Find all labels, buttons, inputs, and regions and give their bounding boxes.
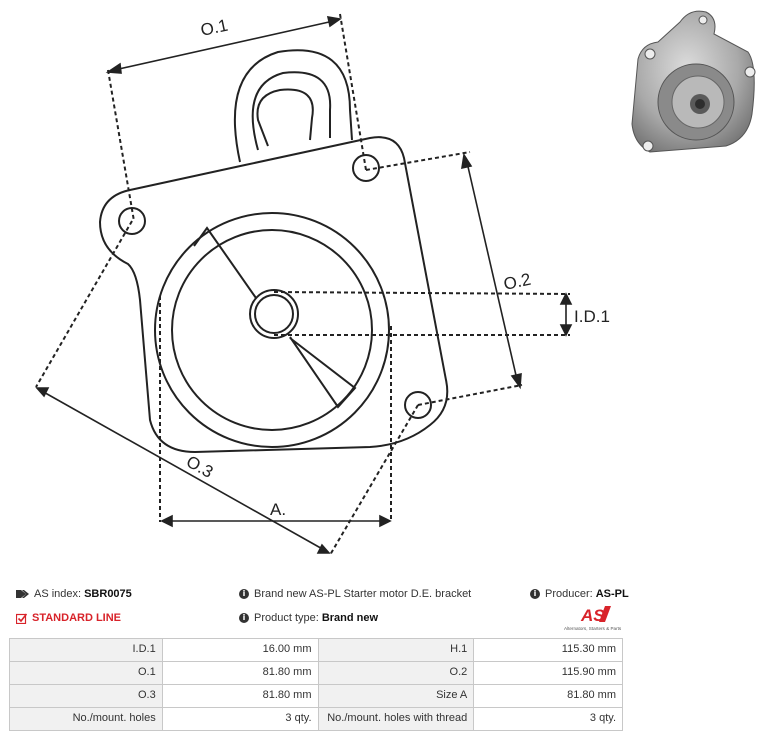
spec-label: O.3: [9, 684, 163, 708]
producer-label: Producer:: [545, 588, 593, 600]
standard-line-text: STANDARD LINE: [32, 612, 122, 624]
spec-label: No./mount. holes: [9, 707, 163, 731]
spec-value: 3 qty.: [473, 707, 623, 731]
mount-hole-bottom: [404, 391, 432, 419]
table-row: I.D.1 16.00 mm H.1 115.30 mm: [9, 638, 623, 662]
spec-label: H.1: [317, 638, 475, 662]
outer-bore: [154, 212, 390, 448]
inner-bore: [171, 229, 373, 431]
label-o1: O.1: [199, 16, 230, 40]
description-text: Brand new AS-PL Starter motor D.E. brack…: [254, 588, 472, 600]
as-index-label: AS index:: [34, 588, 82, 600]
spec-value: 3 qty.: [161, 707, 319, 731]
spec-table: I.D.1 16.00 mm H.1 115.30 mm O.1 81.80 m…: [9, 638, 623, 731]
bracket-ear-inner: [251, 71, 332, 151]
producer: i Producer: AS-PL: [530, 588, 629, 600]
spec-label: O.2: [317, 661, 475, 685]
product-type-label: Product type:: [254, 612, 319, 624]
spec-value: 81.80 mm: [161, 661, 319, 685]
spec-label: Size A: [317, 684, 475, 708]
as-index: AS index: SBR0075: [16, 588, 132, 600]
table-row: No./mount. holes 3 qty. No./mount. holes…: [9, 707, 623, 731]
center-hole: [254, 294, 294, 334]
product-type-value: Brand new: [321, 612, 379, 624]
info-icon: i: [239, 613, 249, 623]
label-o2: O.2: [502, 270, 533, 294]
label-o3: O.3: [183, 452, 216, 482]
check-icon: [16, 613, 27, 624]
spec-label: O.1: [9, 661, 163, 685]
bracket-outline: [98, 136, 449, 454]
label-a: A.: [270, 500, 286, 519]
description: i Brand new AS-PL Starter motor D.E. bra…: [239, 588, 471, 600]
spec-value: 115.30 mm: [473, 638, 623, 662]
as-index-value: SBR0075: [84, 588, 132, 600]
tag-icon: [16, 589, 29, 599]
sector-cut: [193, 226, 357, 409]
spec-value: 115.90 mm: [473, 661, 623, 685]
spec-value: 81.80 mm: [473, 684, 623, 708]
table-row: O.1 81.80 mm O.2 115.90 mm: [9, 661, 623, 685]
center-hub: [249, 289, 299, 339]
producer-value: AS-PL: [595, 588, 629, 600]
spec-value: 81.80 mm: [161, 684, 319, 708]
technical-drawing: O.1 O.2 O.3 I.D.1 A.: [35, 13, 610, 556]
spec-label: No./mount. holes with thread: [317, 707, 475, 731]
info-icon: i: [239, 589, 249, 599]
as-pl-logo: AS Alternators, Starters & Parts: [564, 606, 622, 631]
info-icon: i: [530, 589, 540, 599]
table-row: O.3 81.80 mm Size A 81.80 mm: [9, 684, 623, 708]
svg-text:AS: AS: [580, 606, 605, 625]
bracket-ear-slot: [256, 88, 314, 147]
spec-value: 16.00 mm: [161, 638, 319, 662]
bracket-ear: [233, 49, 353, 163]
mount-hole-top: [352, 154, 380, 182]
svg-text:Alternators, Starters & Parts: Alternators, Starters & Parts: [564, 626, 622, 631]
product-photo: [631, 10, 756, 153]
label-id1: I.D.1: [574, 307, 610, 326]
standard-line: STANDARD LINE: [16, 612, 121, 624]
product-type: i Product type: Brand new: [239, 612, 378, 624]
spec-label: I.D.1: [9, 638, 163, 662]
